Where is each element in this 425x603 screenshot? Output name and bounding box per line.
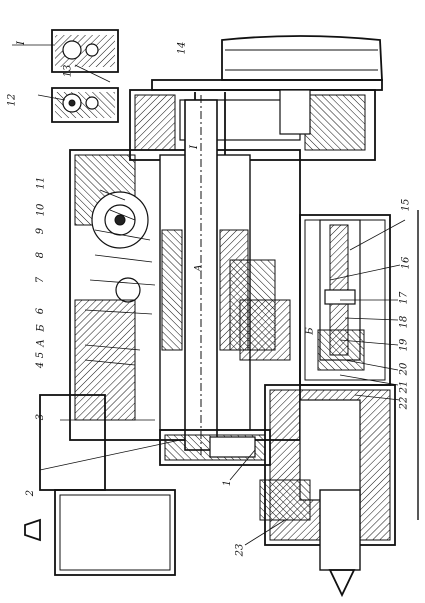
detail-i-mark: I [15, 41, 27, 45]
callout-2: 2 [25, 489, 37, 497]
callout-10: 10 [35, 203, 47, 217]
callout-19: 19 [398, 338, 410, 352]
spindle-column [69, 95, 301, 455]
shaft-i-mark: I [188, 145, 200, 149]
callout-16: 16 [400, 256, 412, 270]
section-a-mark: A [35, 339, 47, 347]
callout-7: 7 [35, 276, 47, 284]
drill-head [259, 384, 396, 598]
callout-17: 17 [398, 291, 410, 305]
callout-22: 22 [398, 396, 410, 410]
callout-6: 6 [35, 307, 47, 315]
callout-23: 23 [234, 543, 246, 557]
callout-11: 11 [35, 176, 47, 190]
callout-18: 18 [398, 315, 410, 329]
callout-9: 9 [35, 227, 47, 235]
callout-5: 5 [35, 351, 47, 359]
callout-3: 3 [35, 413, 47, 421]
callout-4: 4 [35, 361, 47, 369]
section-b-mark: Б [35, 324, 47, 332]
base-plate [159, 429, 271, 466]
section-b-lower-mark: Б [304, 327, 316, 335]
callout-14: 14 [176, 41, 188, 55]
callout-21: 21 [398, 380, 410, 394]
callout-1: 1 [222, 479, 234, 487]
left-motor [24, 394, 176, 576]
leader-lines [12, 44, 406, 546]
callout-8: 8 [35, 251, 47, 259]
shaft-a-mark: A [193, 264, 205, 272]
callout-13: 13 [62, 64, 74, 78]
callout-15: 15 [400, 198, 412, 212]
callout-12: 12 [6, 93, 18, 107]
detail-view-i [51, 29, 119, 123]
callout-20: 20 [398, 362, 410, 376]
